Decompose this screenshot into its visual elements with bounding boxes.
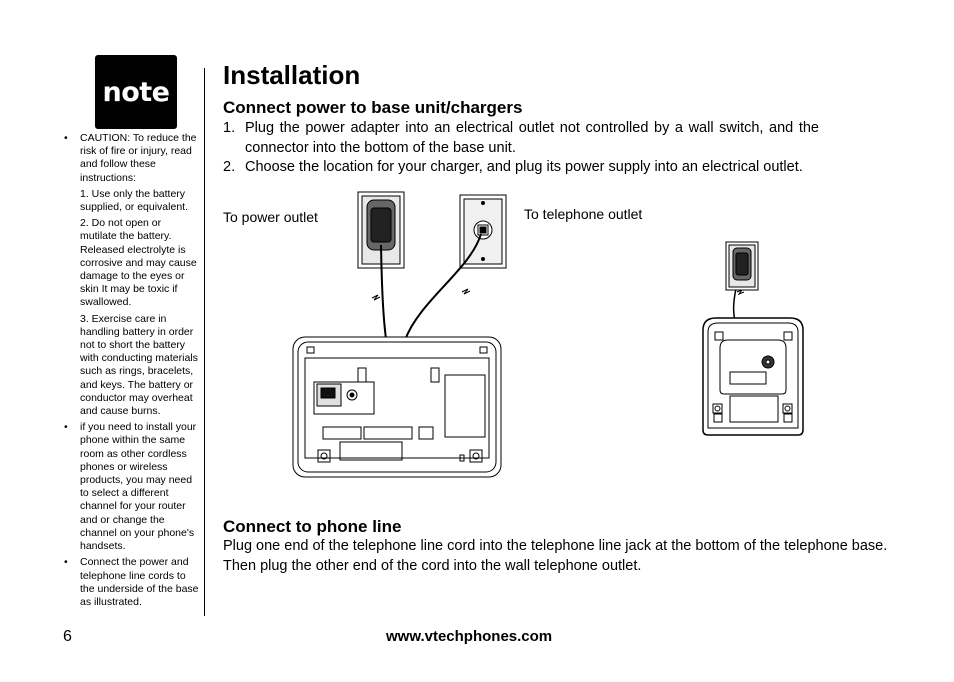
- note-item-connect: Connect the power and telephone line cor…: [62, 556, 200, 609]
- note-item-text: CAUTION: To reduce the risk of fire or i…: [80, 132, 197, 184]
- note-badge: note: [95, 55, 177, 129]
- charger-outlet-illustration: [725, 241, 759, 291]
- page-title: Installation: [223, 60, 361, 90]
- note-subitem: 2. Do not open or mutilate the battery. …: [80, 217, 197, 309]
- section-heading-power: Connect power to base unit/chargers: [223, 98, 523, 117]
- note-item-caution: CAUTION: To reduce the risk of fire or i…: [62, 132, 200, 185]
- base-unit-illustration: [292, 336, 502, 478]
- power-outlet-label: To power outlet: [223, 209, 318, 225]
- step-number: 2.: [223, 159, 236, 175]
- telephone-outlet-illustration: [459, 194, 507, 269]
- charger-illustration: [702, 317, 804, 436]
- section-heading-phone-line: Connect to phone line: [223, 517, 402, 536]
- step-number: 1.: [223, 120, 236, 136]
- page-number: 6: [63, 628, 72, 645]
- note-item-channel: if you need to install your phone within…: [62, 421, 200, 553]
- sidebar-notes: CAUTION: To reduce the risk of fire or i…: [62, 132, 200, 612]
- phone-outlet-label: To telephone outlet: [524, 206, 643, 222]
- note-item-text: Connect the power and telephone line cor…: [80, 556, 199, 608]
- website-url[interactable]: www.vtechphones.com: [386, 628, 553, 645]
- step-text: Choose the location for your charger, an…: [245, 159, 803, 175]
- column-divider: [204, 68, 205, 616]
- step-item: 1. Plug the power adapter into an electr…: [223, 119, 819, 158]
- note-item-text: if you need to install your phone within…: [80, 421, 197, 553]
- step-item: 2. Choose the location for your charger,…: [223, 158, 819, 178]
- power-steps: 1. Plug the power adapter into an electr…: [223, 119, 819, 178]
- note-subitem: 1. Use only the battery supplied, or equ…: [80, 187, 188, 214]
- phone-line-body: Plug one end of the telephone line cord …: [223, 538, 888, 574]
- step-text: Plug the power adapter into an electrica…: [245, 120, 819, 156]
- note-subitem: 3. Exercise care in handling battery in …: [80, 312, 198, 418]
